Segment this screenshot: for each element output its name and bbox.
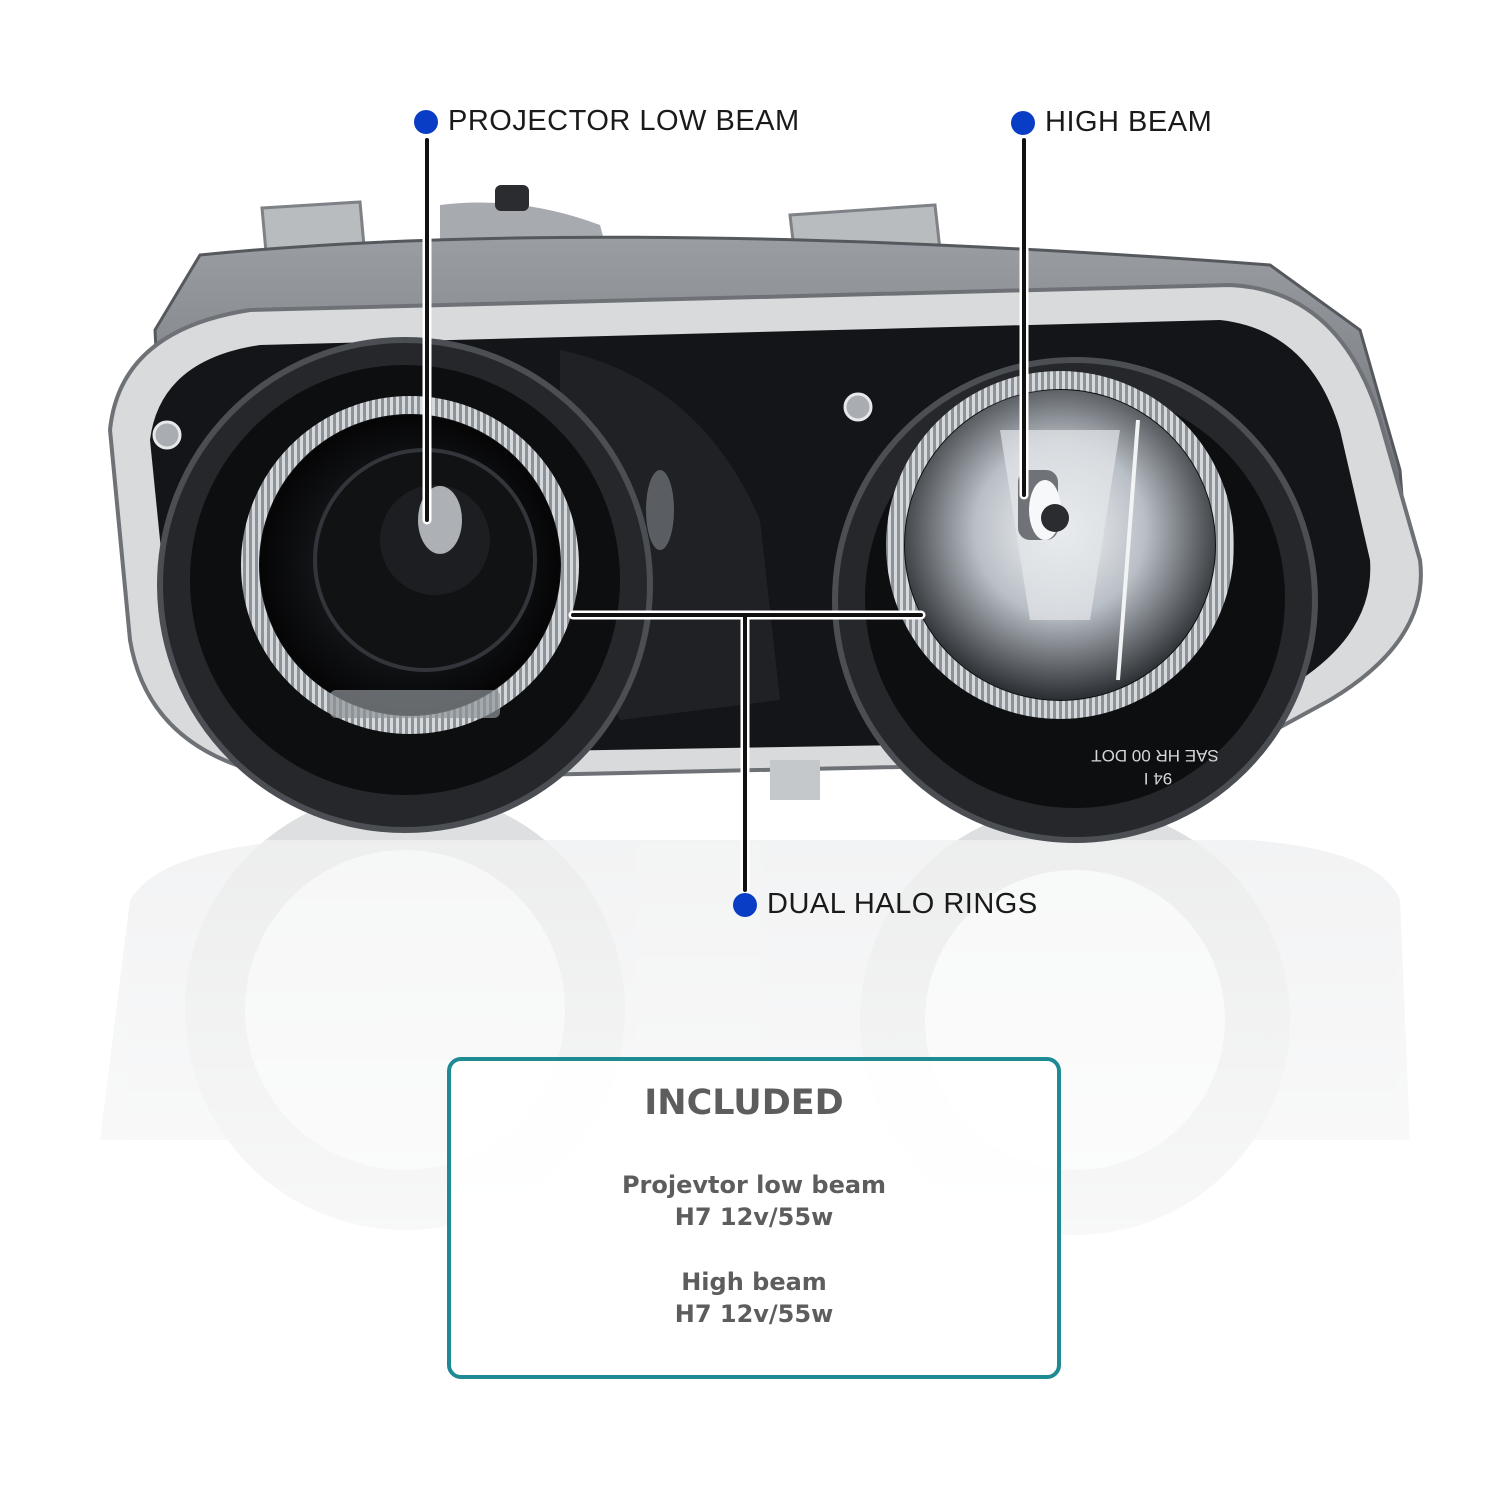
callout-marker-dot — [733, 892, 757, 917]
included-item-spec: H7 12v/55w — [674, 1300, 834, 1328]
headlight-assembly: SAE HR 00 DOT 94 I — [107, 185, 1423, 843]
lens-marking-line1: SAE HR 00 DOT — [1091, 746, 1219, 765]
callout-label-projector-low-beam: PROJECTOR LOW BEAM — [448, 105, 800, 137]
included-item-name: Projevtor low beam — [621, 1171, 887, 1199]
callout-marker-dot — [1011, 110, 1035, 135]
included-title: INCLUDED — [644, 1083, 844, 1123]
callout-projector-low-beam: PROJECTOR LOW BEAM — [414, 105, 800, 138]
callout-label-dual-halo-rings: DUAL HALO RINGS — [767, 888, 1038, 920]
included-item-name: High beam — [681, 1268, 827, 1296]
included-panel: INCLUDED Projevtor low beam H7 12v/55w H… — [447, 1057, 1061, 1379]
included-item-spec: H7 12v/55w — [674, 1203, 834, 1231]
callout-high-beam: HIGH BEAM — [1011, 106, 1212, 139]
callout-leader-lines-dark — [425, 138, 1026, 892]
callout-label-high-beam: HIGH BEAM — [1045, 106, 1213, 138]
callout-dual-halo-rings: DUAL HALO RINGS — [733, 888, 1038, 921]
callout-marker-dot — [414, 109, 438, 134]
included-item: Projevtor low beam H7 12v/55w — [451, 1169, 1057, 1233]
lens-marking-line2: 94 I — [1144, 769, 1172, 788]
included-item: High beam H7 12v/55w — [451, 1266, 1057, 1330]
